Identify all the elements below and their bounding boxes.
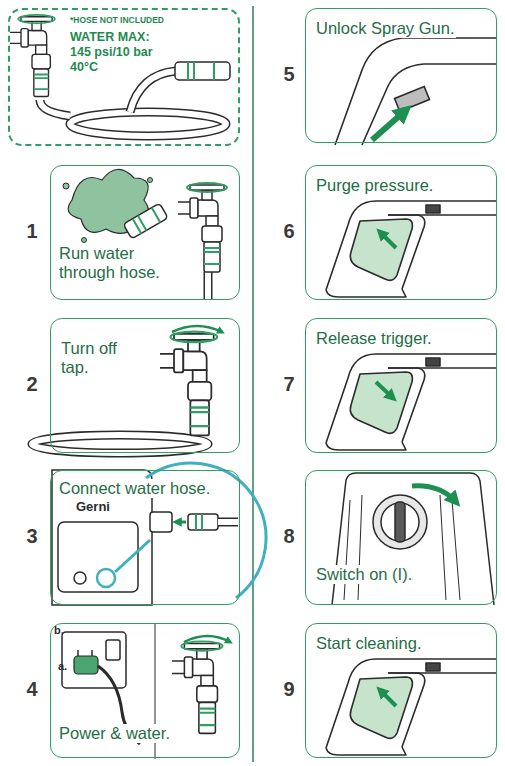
hose-fitting bbox=[123, 203, 168, 239]
water-inlet bbox=[196, 514, 202, 530]
step-panel: 7Release trigger. bbox=[305, 318, 497, 453]
part-letter: b. bbox=[54, 624, 64, 636]
hose-fitting bbox=[188, 62, 214, 80]
power-outlet bbox=[62, 632, 126, 688]
spray-gun bbox=[326, 659, 496, 755]
column-divider bbox=[252, 6, 254, 762]
power-outlet bbox=[106, 640, 120, 660]
hose bbox=[218, 518, 238, 527]
step-number: 2 bbox=[21, 373, 43, 396]
tap bbox=[178, 183, 227, 272]
step-text: Start cleaning. bbox=[314, 634, 423, 653]
unlock-arrow bbox=[372, 110, 406, 140]
step-text: Power & water. bbox=[57, 724, 172, 743]
hose-coil bbox=[32, 435, 208, 453]
step-panel: 8Switch on (I). bbox=[305, 470, 497, 605]
step-number: 5 bbox=[278, 63, 300, 86]
spray-gun bbox=[326, 201, 496, 297]
brand-name: Gerni bbox=[76, 499, 110, 514]
pressure-washer bbox=[58, 522, 138, 592]
spray-gun bbox=[326, 354, 496, 450]
step-text: Turn off tap. bbox=[59, 339, 138, 377]
release-arrow bbox=[376, 382, 393, 398]
turn-arrow bbox=[172, 326, 222, 332]
water-splash bbox=[148, 178, 153, 183]
water-splash bbox=[82, 238, 87, 243]
machine-top bbox=[381, 503, 419, 541]
step-panel: 9Start cleaning. bbox=[305, 623, 497, 758]
step-number: 6 bbox=[278, 220, 300, 243]
machine-top bbox=[395, 502, 405, 542]
step-panel: 1Run water through hose. bbox=[50, 165, 240, 300]
spray-gun bbox=[335, 38, 497, 145]
step-text: Run water through hose. bbox=[57, 244, 173, 282]
power-outlet bbox=[62, 632, 126, 688]
hose-coil bbox=[70, 112, 226, 136]
step-text: Purge pressure. bbox=[314, 176, 435, 195]
step-text: Connect water hose. bbox=[57, 479, 212, 498]
water-splash bbox=[63, 183, 69, 189]
step-panel: 3Connect water hose. bbox=[50, 470, 240, 605]
step-number: 1 bbox=[21, 220, 43, 243]
hose-coil bbox=[130, 71, 176, 112]
press-arrow bbox=[380, 232, 396, 248]
step-panel: 6Purge pressure. bbox=[305, 165, 497, 300]
pressure-washer bbox=[74, 572, 86, 584]
step-number: 3 bbox=[21, 525, 43, 548]
machine-top bbox=[332, 473, 494, 605]
machine-top bbox=[344, 495, 460, 600]
hose-coil bbox=[40, 100, 70, 116]
turn-arrow bbox=[184, 636, 230, 642]
machine-top bbox=[332, 473, 494, 605]
spray-gun bbox=[335, 38, 497, 145]
hose bbox=[204, 272, 213, 300]
note-text: WATER MAX: 145 psi/10 bar 40°C bbox=[70, 30, 165, 75]
tap bbox=[160, 332, 217, 436]
magnifier bbox=[115, 540, 150, 572]
water-inlet bbox=[150, 512, 218, 532]
step-number: 7 bbox=[278, 373, 300, 396]
hose-fitting bbox=[175, 62, 230, 80]
tap bbox=[172, 641, 223, 733]
water-inlet bbox=[188, 514, 218, 530]
hose-coil bbox=[32, 435, 208, 453]
step-panel: 2Turn off tap. bbox=[50, 318, 240, 453]
step-text: Release trigger. bbox=[314, 329, 434, 348]
tap bbox=[10, 15, 55, 97]
hose bbox=[208, 272, 209, 300]
hose-fitting bbox=[123, 203, 168, 239]
pressure-washer bbox=[97, 569, 115, 587]
power-plug bbox=[74, 656, 98, 674]
step-panel: 5Unlock Spray Gun. bbox=[305, 8, 497, 143]
info-box: *HOSE NOT INCLUDED WATER MAX: 145 psi/10 … bbox=[8, 8, 240, 146]
hose-fitting bbox=[175, 62, 230, 80]
step-text: Unlock Spray Gun. bbox=[314, 19, 456, 38]
machine-top bbox=[373, 495, 427, 549]
spray-gun bbox=[395, 87, 430, 112]
hose-coil bbox=[40, 100, 70, 116]
hose-coil bbox=[32, 435, 208, 453]
step-number: 9 bbox=[278, 678, 300, 701]
spray-gun bbox=[362, 64, 497, 145]
step-text: Switch on (I). bbox=[314, 565, 414, 584]
switch-arrow bbox=[412, 486, 456, 502]
step-panel: 4Power & water. bbox=[50, 623, 240, 758]
hose bbox=[218, 519, 238, 525]
note-text: *HOSE NOT INCLUDED bbox=[70, 16, 190, 26]
step-number: 4 bbox=[21, 678, 43, 701]
press-arrow bbox=[380, 690, 396, 706]
hose-fitting bbox=[133, 208, 161, 234]
water-inlet bbox=[150, 512, 172, 532]
hose-coil bbox=[70, 112, 226, 136]
connect-arrow bbox=[176, 521, 186, 524]
hose-coil bbox=[130, 71, 176, 112]
hose bbox=[218, 522, 238, 523]
part-letter: a. bbox=[58, 660, 67, 672]
step-number: 8 bbox=[278, 525, 300, 548]
hose bbox=[205, 272, 211, 300]
